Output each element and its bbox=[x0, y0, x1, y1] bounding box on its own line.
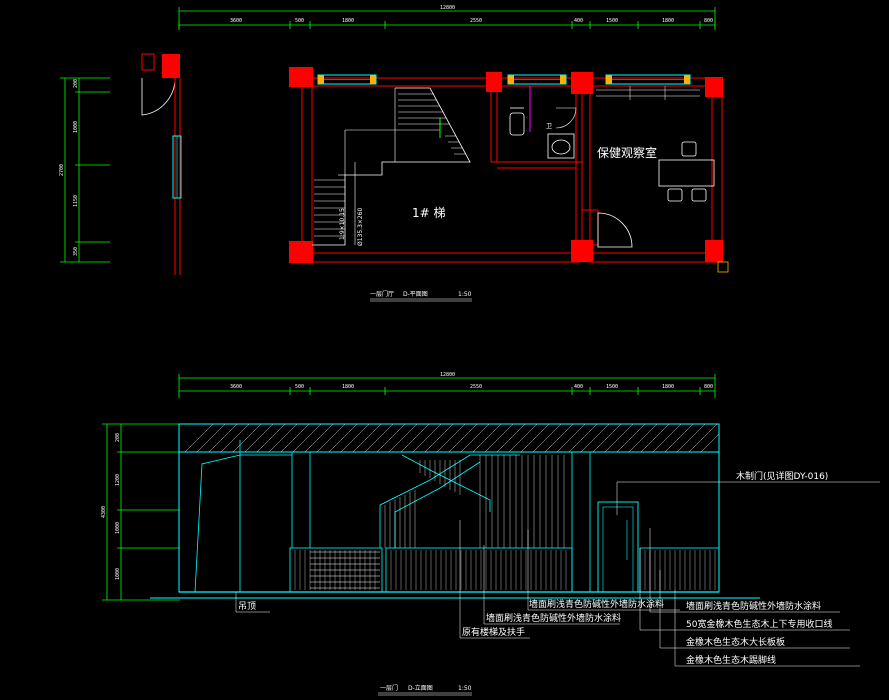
elevation-left-dim-4: 1000 bbox=[115, 568, 121, 580]
plan-segment-dimension: 3600 500 1800 2550 400 1500 1800 800 bbox=[178, 18, 716, 29]
callout-door: 木制门(见详图DY-016) bbox=[736, 470, 828, 482]
toilet-fixtures: 卫 bbox=[509, 107, 577, 159]
plan-dim-5: 400 bbox=[574, 18, 583, 24]
plan-dim-1: 3600 bbox=[230, 18, 242, 24]
stair-note-2: Ø135.3×260 bbox=[357, 207, 364, 246]
plan-columns bbox=[289, 67, 729, 273]
plan-dim-6: 1500 bbox=[606, 18, 618, 24]
callout-1: 墙面刷浅青色防碱性外墙防水涂料 bbox=[529, 598, 664, 610]
callout-3: 墙面刷浅青色防碱性外墙防水涂料 bbox=[486, 612, 621, 624]
stair-plan: 1:9×10.15 Ø135.3×260 1# 梯 bbox=[312, 87, 471, 246]
column bbox=[571, 72, 593, 94]
plan-dim-2: 500 bbox=[295, 18, 304, 24]
plan-left-dim-4: 350 bbox=[73, 247, 79, 256]
plan-caption-title: 一层门厅 bbox=[370, 290, 394, 298]
elevation-left-dim-2: 1200 bbox=[115, 474, 121, 486]
table-icon bbox=[658, 159, 715, 187]
door-swing-icon bbox=[597, 212, 633, 248]
column bbox=[571, 240, 593, 262]
plan-left-total: 2700 bbox=[59, 164, 65, 176]
elevation-left-dimension: 200 1200 1000 1000 4300 bbox=[101, 423, 180, 601]
chair-icon bbox=[667, 188, 683, 202]
callout-ceiling: 吊顶 bbox=[238, 601, 256, 612]
elevation-dim-1: 3600 bbox=[230, 384, 242, 390]
elevation-dim-8: 800 bbox=[704, 384, 713, 390]
stair-label: 1# 梯 bbox=[412, 206, 446, 220]
sink-icon bbox=[547, 133, 575, 159]
elevation-caption: 一层门 D-立面图 1:50 bbox=[378, 684, 472, 696]
toilet-icon bbox=[509, 112, 525, 136]
plan-left-wall bbox=[141, 53, 182, 275]
plan-left-dim-3: 1150 bbox=[73, 195, 79, 207]
elevation-left-total: 4300 bbox=[101, 506, 107, 518]
plan-left-dim-1: 200 bbox=[73, 79, 79, 88]
plan-left-dimension: 200 1000 1150 350 2700 bbox=[59, 77, 110, 263]
elevation-stair bbox=[379, 452, 591, 592]
elevation-caption-title: 一层门 bbox=[380, 684, 398, 692]
elevation-dim-2: 500 bbox=[295, 384, 304, 390]
elevation-dim-7: 1800 bbox=[662, 384, 674, 390]
plan-caption: 一层门厅 D-平面图 1:50 bbox=[370, 290, 472, 302]
plan-windows bbox=[317, 74, 691, 85]
chair-icon bbox=[691, 188, 707, 202]
elevation-caption-sub: D-立面图 bbox=[408, 684, 433, 692]
elevation-callouts: 木制门(见详图DY-016) 吊顶 墙面刷浅青色防碱性外墙防水涂料 墙面刷浅青色… bbox=[235, 470, 880, 667]
column bbox=[705, 77, 723, 97]
chair-icon bbox=[681, 141, 697, 157]
elevation-dim-5: 400 bbox=[574, 384, 583, 390]
callout-6: 金橡木色生态木踢脚线 bbox=[686, 654, 776, 666]
stair-note-1: 1:9×10.15 bbox=[339, 208, 346, 240]
plan-dim-4: 2550 bbox=[470, 18, 482, 24]
column bbox=[289, 241, 313, 263]
elevation-dim-4: 2550 bbox=[470, 384, 482, 390]
ceiling-hatch bbox=[184, 423, 720, 453]
elevation-caption-scale: 1:50 bbox=[458, 685, 472, 692]
elevation-left-dim-3: 1000 bbox=[115, 522, 121, 534]
plan-overall-dimension: 12800 bbox=[178, 5, 716, 30]
elevation-dim-3: 1800 bbox=[342, 384, 354, 390]
elevation-overall-dimension: 12800 bbox=[178, 372, 716, 398]
plan-caption-sub: D-平面图 bbox=[403, 291, 428, 298]
room-label: 保健观察室 bbox=[597, 145, 657, 160]
plan-dim-8: 800 bbox=[704, 18, 713, 24]
observation-room: 保健观察室 bbox=[596, 86, 715, 248]
elevation-outline bbox=[150, 423, 760, 599]
column bbox=[705, 240, 723, 262]
callout-7: 原有楼梯及扶手 bbox=[462, 626, 525, 638]
elevation-left-angled-wall bbox=[194, 440, 311, 593]
elevation-overall-dim-text: 12800 bbox=[440, 372, 455, 378]
callout-2: 墙面刷浅青色防碱性外墙防水涂料 bbox=[686, 600, 821, 612]
plan-caption-scale: 1:50 bbox=[458, 291, 472, 298]
plan-view: 12800 3600 500 1800 2550 400 1500 1800 8… bbox=[59, 5, 729, 302]
plan-left-dim-2: 1000 bbox=[73, 121, 79, 133]
left-door-swing bbox=[141, 77, 176, 116]
toilet-tag: 卫 bbox=[546, 123, 552, 130]
plan-dim-3: 1800 bbox=[342, 18, 354, 24]
elevation-left-dim-1: 200 bbox=[115, 433, 121, 442]
callout-5: 金橡木色生态木大长板板 bbox=[686, 636, 785, 648]
plan-overall-dim-text: 12800 bbox=[440, 5, 455, 11]
column bbox=[486, 72, 502, 92]
wainscot bbox=[289, 547, 720, 593]
column bbox=[289, 67, 313, 87]
plan-dim-7: 1800 bbox=[662, 18, 674, 24]
elevation-view: 12800 3600 500 1800 2550 400 1500 1800 8… bbox=[101, 372, 880, 696]
elevation-segment-dimension: 3600 500 1800 2550 400 1500 1800 800 bbox=[179, 384, 715, 395]
callout-4: 50宽金橡木色生态木上下专用收口线 bbox=[686, 618, 832, 630]
elevation-door bbox=[597, 482, 639, 593]
elevation-dim-6: 1500 bbox=[606, 384, 618, 390]
